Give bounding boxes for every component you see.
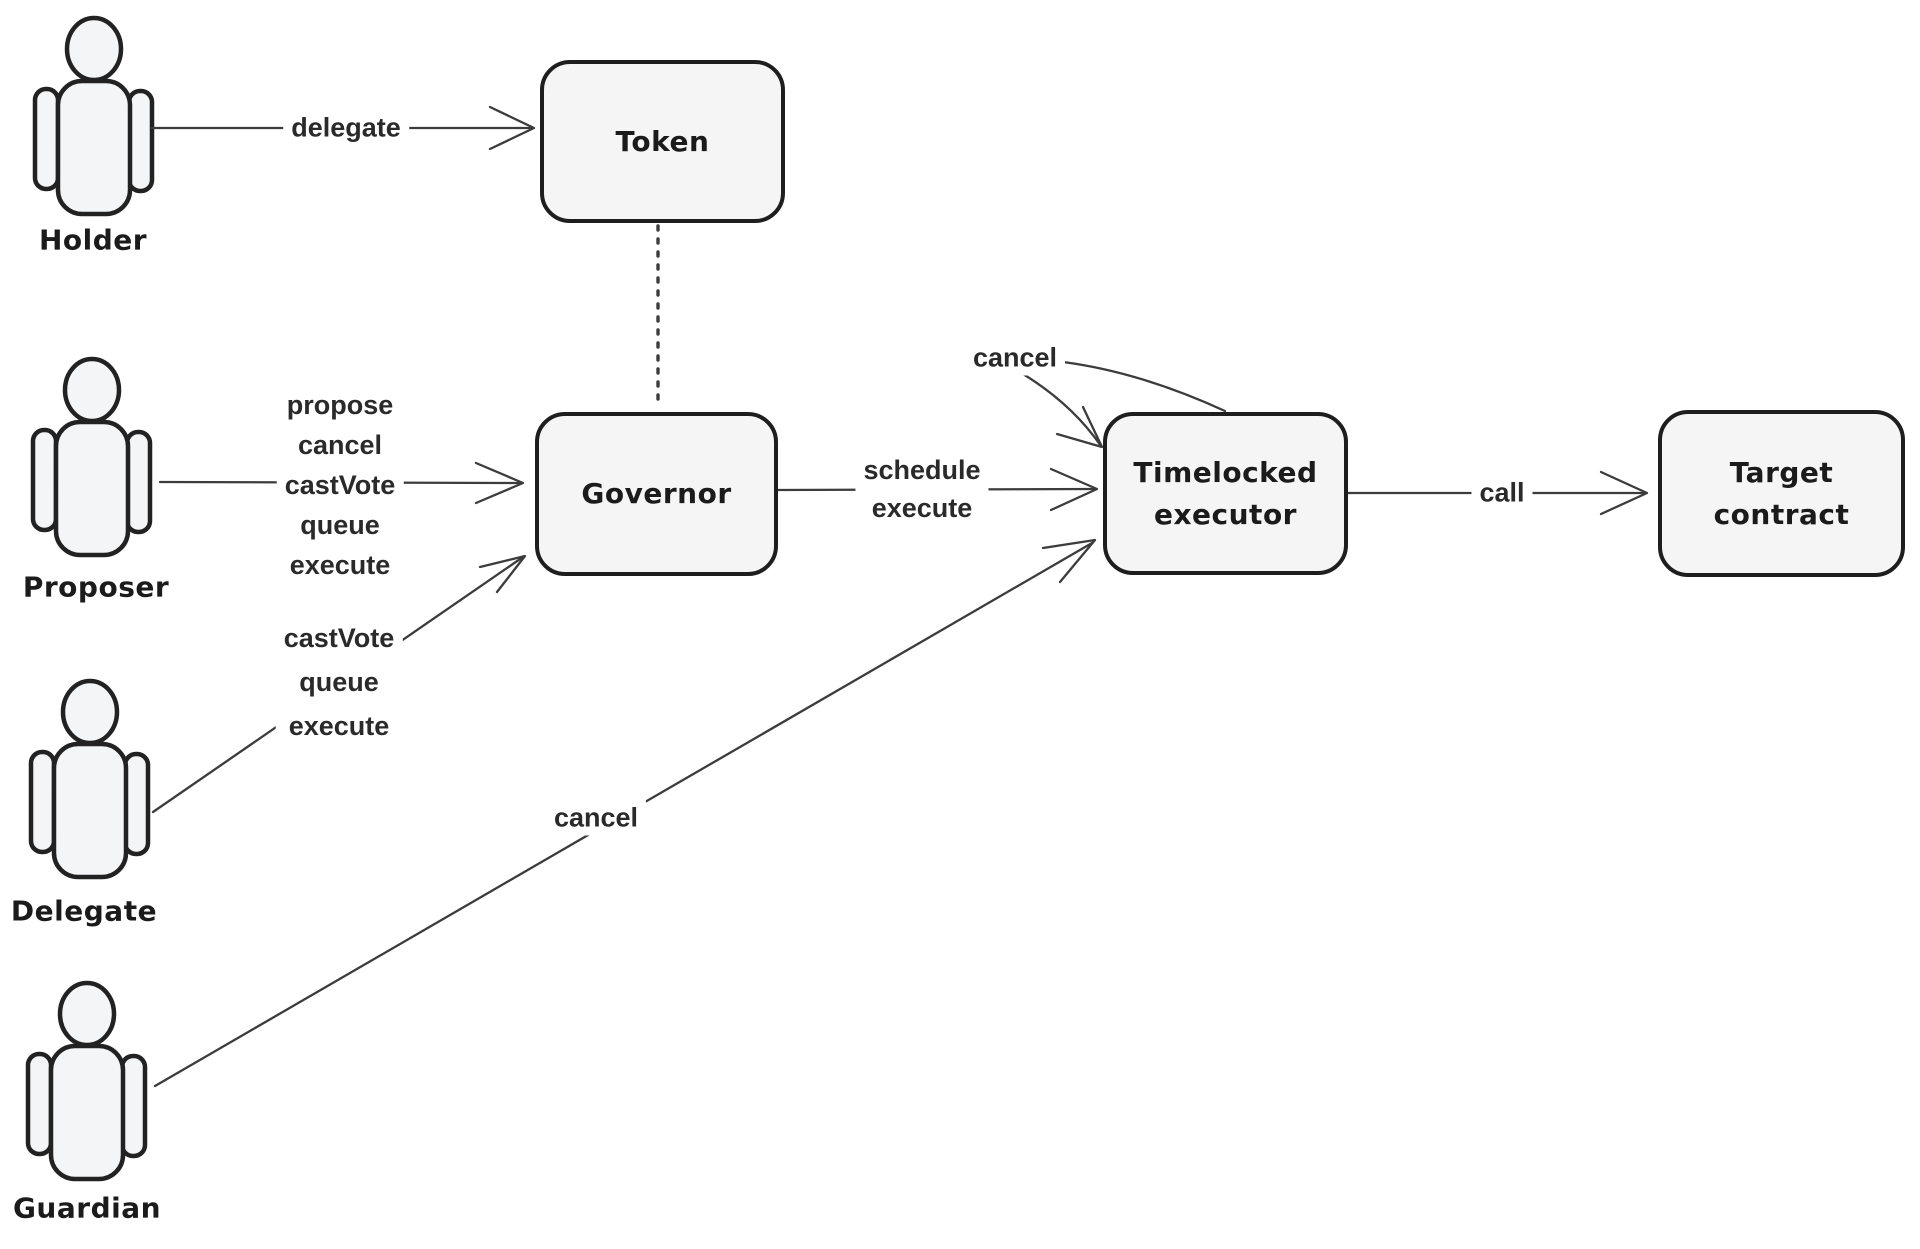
node-timelocked-executor: Timelocked executor bbox=[1103, 412, 1348, 575]
node-target-label-line2: contract bbox=[1713, 497, 1850, 531]
node-governor-label: Governor bbox=[581, 477, 732, 510]
edge-label-delegate-actions: castVote queue execute bbox=[275, 614, 403, 750]
edge-holder-token-arrowhead bbox=[488, 105, 536, 151]
node-governor: Governor bbox=[535, 412, 778, 576]
edge-label-delegate: delegate bbox=[283, 110, 409, 146]
edge-label-schedule: schedule bbox=[863, 455, 981, 485]
edge-label-castvote: castVote bbox=[284, 470, 396, 500]
node-target-label-line1: Target bbox=[1729, 455, 1834, 489]
edge-label-cancel-top: cancel bbox=[964, 340, 1066, 376]
edge-delegate-governor-arrowhead bbox=[478, 554, 527, 594]
edge-label-call: call bbox=[1471, 475, 1533, 511]
actor-guardian-label: Guardian bbox=[12, 1191, 162, 1225]
node-target-contract: Target contract bbox=[1658, 410, 1905, 577]
node-token: Token bbox=[540, 60, 785, 223]
edge-cancel-timelocked-top-line bbox=[1061, 360, 1227, 413]
edge-cancel-timelocked-arrowhead bbox=[1055, 405, 1104, 449]
edge-proposer-governor-arrowhead bbox=[474, 461, 525, 505]
edge-governor-timelocked-arrowhead bbox=[1049, 467, 1099, 512]
edge-timelocked-target-arrowhead bbox=[1599, 470, 1649, 516]
edge-label-propose: propose bbox=[286, 390, 394, 420]
edge-label-queue2: queue bbox=[299, 667, 379, 697]
edge-label-queue: queue bbox=[300, 510, 380, 540]
holder-person-icon bbox=[35, 18, 152, 214]
actor-proposer-label: Proposer bbox=[22, 570, 170, 604]
edge-cancel-timelocked-curve-line bbox=[1021, 372, 1103, 448]
edge-label-castvote2: castVote bbox=[283, 623, 395, 653]
edge-guardian-timelocked-arrowhead bbox=[1041, 538, 1097, 584]
edge-label-guardian-cancel: cancel bbox=[545, 800, 647, 836]
actor-holder-label: Holder bbox=[38, 223, 148, 257]
guardian-person-icon bbox=[28, 983, 145, 1179]
node-timelocked-label-line2: executor bbox=[1153, 497, 1297, 531]
edge-label-execute2: execute bbox=[288, 711, 390, 741]
edge-label-execute: execute bbox=[289, 550, 391, 580]
node-timelocked-label-line1: Timelocked bbox=[1133, 455, 1318, 489]
delegate-person-icon bbox=[31, 681, 148, 877]
proposer-person-icon bbox=[33, 359, 150, 555]
node-token-label: Token bbox=[615, 124, 710, 158]
actor-delegate-label: Delegate bbox=[10, 894, 158, 928]
edge-label-execute3: execute bbox=[871, 493, 973, 523]
edge-label-proposer-actions: propose cancel castVote queue execute bbox=[276, 383, 404, 587]
edge-label-cancel: cancel bbox=[297, 430, 383, 460]
edge-label-schedule-execute: schedule execute bbox=[855, 449, 989, 529]
